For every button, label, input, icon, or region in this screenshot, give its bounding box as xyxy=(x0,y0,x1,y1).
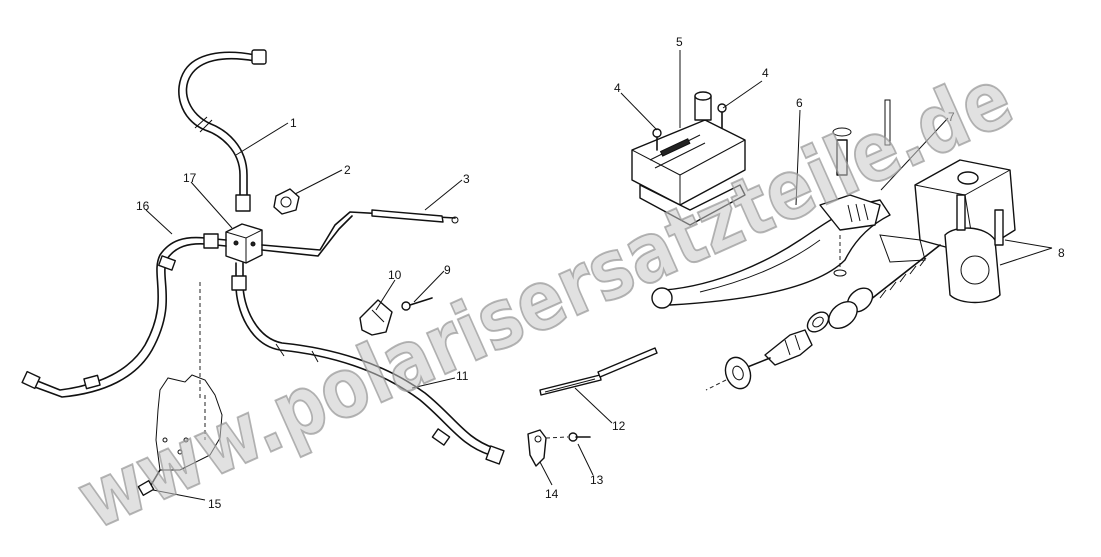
cable-ties xyxy=(539,347,658,396)
callout-3: 3 xyxy=(463,172,470,186)
frame-bracket xyxy=(137,282,223,497)
callout-numbers: 1 2 3 4 4 5 6 7 8 9 10 11 12 13 14 15 16… xyxy=(136,35,1065,511)
callout-1: 1 xyxy=(290,116,297,130)
rubber-boot xyxy=(705,329,813,391)
brake-lever xyxy=(651,194,891,309)
brake-switch xyxy=(273,188,300,215)
reservoir-cap xyxy=(631,119,746,226)
pivot-pin xyxy=(832,99,891,176)
watermark: www.polarisersatzteile.de xyxy=(64,51,1025,549)
brake-line-left xyxy=(21,233,227,398)
callout-6: 6 xyxy=(796,96,803,110)
callout-14: 14 xyxy=(545,487,559,501)
callout-2: 2 xyxy=(344,163,351,177)
callout-5: 5 xyxy=(676,35,683,49)
junction-block xyxy=(225,223,263,264)
cap-screws xyxy=(652,91,727,151)
switch-wire xyxy=(261,209,459,257)
callout-9: 9 xyxy=(444,263,451,277)
callout-11: 11 xyxy=(456,369,469,383)
callout-15: 15 xyxy=(208,497,222,511)
brake-line-lower xyxy=(231,262,505,465)
bracket-clip xyxy=(359,299,393,336)
callout-4b: 4 xyxy=(762,66,769,80)
callout-8: 8 xyxy=(1058,246,1065,260)
screw-small xyxy=(401,297,433,311)
brake-line-upper xyxy=(178,49,267,212)
master-cylinder-body xyxy=(879,159,1016,304)
callout-16: 16 xyxy=(136,199,150,213)
callout-12: 12 xyxy=(612,419,626,433)
clamp xyxy=(527,429,547,467)
clamp-screw xyxy=(545,432,591,442)
leader-lines xyxy=(145,50,1053,501)
callout-13: 13 xyxy=(590,473,604,487)
callout-4a: 4 xyxy=(614,81,621,95)
lever-circlip xyxy=(833,235,847,277)
callout-7: 7 xyxy=(948,110,955,124)
piston-assembly xyxy=(806,244,941,333)
callout-17: 17 xyxy=(183,171,197,185)
callout-10: 10 xyxy=(388,268,402,282)
